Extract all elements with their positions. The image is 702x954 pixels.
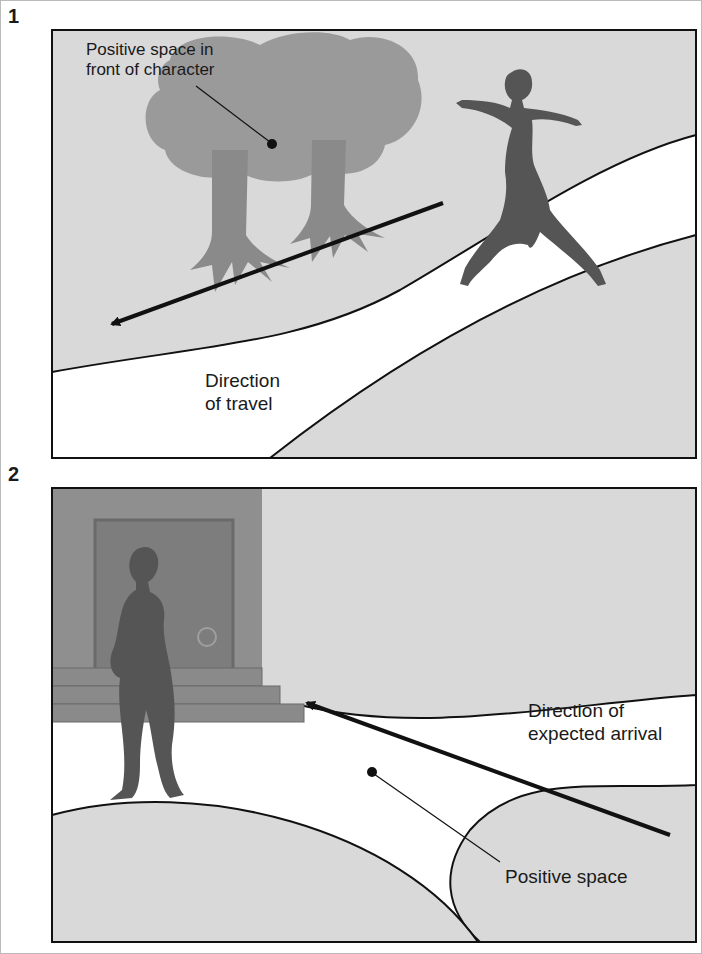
panel-number: 1	[8, 4, 19, 28]
callout-text: Positive space in front of character	[86, 40, 246, 81]
panel-1	[52, 30, 696, 458]
panel-2	[52, 488, 696, 942]
panel-number: 2	[8, 462, 19, 486]
arrow-label: Direction of travel	[205, 370, 295, 416]
arrow-label: Direction of expected arrival	[528, 700, 678, 746]
callout-text: Positive space	[505, 866, 628, 889]
